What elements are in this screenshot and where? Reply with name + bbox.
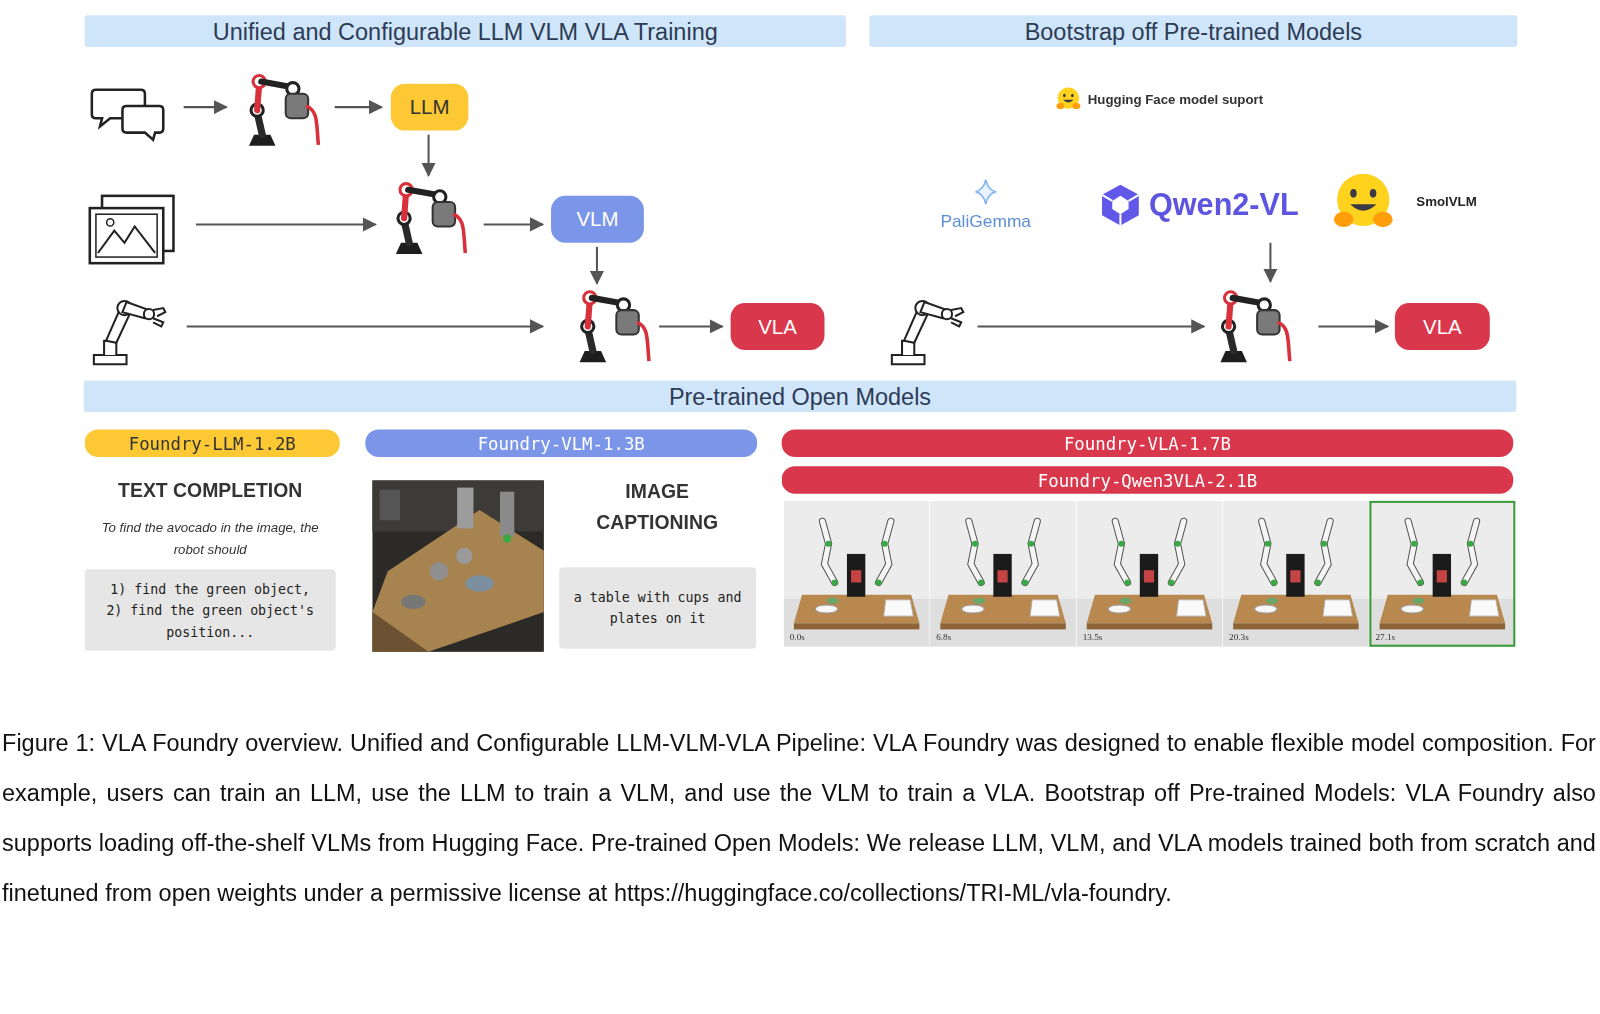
scene-photo [500,492,514,537]
robot-arm [396,184,465,254]
chat-icon [122,106,163,140]
robot-arm-outline [94,301,963,364]
hugging-face-logo [1056,87,1392,227]
scene-photo [372,480,543,531]
scene-photo [372,480,543,651]
output-box: 1) find the green object, 2) find the gr… [85,569,336,651]
image-icon [90,196,174,263]
rollout-frames [784,501,930,647]
node-text: VLA [1423,314,1462,338]
scene-photo [430,562,448,580]
rollout-frames [1223,501,1369,647]
node-text: VLA [758,314,797,338]
scene-photo [372,480,543,651]
model-pill: Foundry-Qwen3VLA-2.1B [782,466,1514,494]
image-icon [98,226,155,253]
chat-icon [92,90,163,140]
model-box: VLA [731,303,825,350]
model-box: LLM [391,84,469,131]
hugging-face-logo [1334,174,1393,227]
model-pill: Foundry-LLM-1.2B [85,429,340,457]
node-text: LLM [410,95,450,119]
model-pill: Foundry-VLA-1.7B [782,429,1514,457]
qwen-logo [1102,185,1139,226]
qwen-logo [1102,185,1139,226]
figure-caption: Figure 1: VLA Foundry overview. Unified … [2,718,1596,918]
rollout-frames [930,501,1076,647]
node-text: Foundry-LLM-1.2B [129,433,296,453]
robot-arm [580,292,649,362]
scene-photo [457,488,473,529]
scene-photo [372,510,543,652]
rollout-frames [1370,502,1514,646]
flow-arrow [428,135,430,176]
robot-arm-outline [892,301,963,364]
robot-arm [249,75,1290,362]
scene-photo [503,535,511,543]
timestamp: 0.0s [790,632,805,643]
scene-photo [372,612,428,652]
flow-arrow [196,223,376,225]
node-text: Unified and Configurable LLM VLM VLA Tra… [213,17,718,46]
node-text: Pre-trained Open Models [669,382,931,411]
node-text: Foundry-Qwen3VLA-2.1B [1038,470,1257,490]
timestamp: 13.5s [1083,632,1103,643]
timestamp: 27.1s [1376,632,1396,643]
flow-arrow [1318,325,1387,327]
hugging-face-logo [1056,87,1080,109]
flow-arrow [184,107,1388,326]
model-box: VLA [1395,303,1490,350]
flow-arrow [659,325,722,327]
image-icon [90,208,163,263]
timestamp: 6.8s [936,632,951,643]
task-heading: IMAGE CAPTIONING [581,475,734,538]
qwen-logo [1102,195,1139,226]
node-text: 1) find the green object, 2) find the gr… [101,578,319,642]
robot-arm-outline [94,301,165,364]
flow-arrow [596,247,598,284]
section-band: Pre-trained Open Models [84,380,1517,412]
qwen-logo [1112,196,1128,214]
section-band: Bootstrap off Pre-trained Models [869,15,1517,47]
flow-arrow [187,325,543,327]
scene-photo [401,595,425,609]
node-text: Bootstrap off Pre-trained Models [1025,17,1362,46]
robot-arm [249,75,318,145]
logo-text: SmolVLM [1416,194,1476,210]
task-heading: TEXT COMPLETION [118,479,302,502]
flow-arrow [335,106,382,108]
section-band: Unified and Configurable LLM VLM VLA Tra… [85,15,846,47]
node-text: Foundry-VLM-1.3B [478,433,645,453]
scene-photo [465,575,494,591]
scene-photo [456,548,472,564]
node-text: a table with cups and plates on it [569,587,746,630]
timestamp: 20.3s [1229,632,1249,643]
logo-text: PaliGemma [940,212,1031,232]
output-box: a table with cups and plates on it [559,567,756,649]
scene-photo [380,490,400,521]
node-text: Foundry-VLA-1.7B [1064,433,1231,453]
rollout-frames [1369,501,1515,647]
robot-arm [1220,292,1289,362]
rollout-frames [1077,501,1223,647]
logo-text: Qwen2-VL [1149,187,1299,224]
paligemma-logo [976,180,996,204]
model-box: VLM [551,196,644,243]
flow-arrow [978,325,1205,327]
paligemma-logo [976,180,996,204]
flow-arrow [484,223,543,225]
flow-arrow [184,106,227,108]
image-icon [107,219,114,226]
image-icon [96,214,157,257]
model-pill: Foundry-VLM-1.3B [365,429,757,457]
rollout-frames [784,501,1516,647]
flow-arrow [1269,243,1271,282]
prompt-text: To find the avocado in the image, the ro… [97,517,324,560]
logo-caption: Hugging Face model suport [1088,92,1263,108]
node-text: VLM [576,207,618,231]
